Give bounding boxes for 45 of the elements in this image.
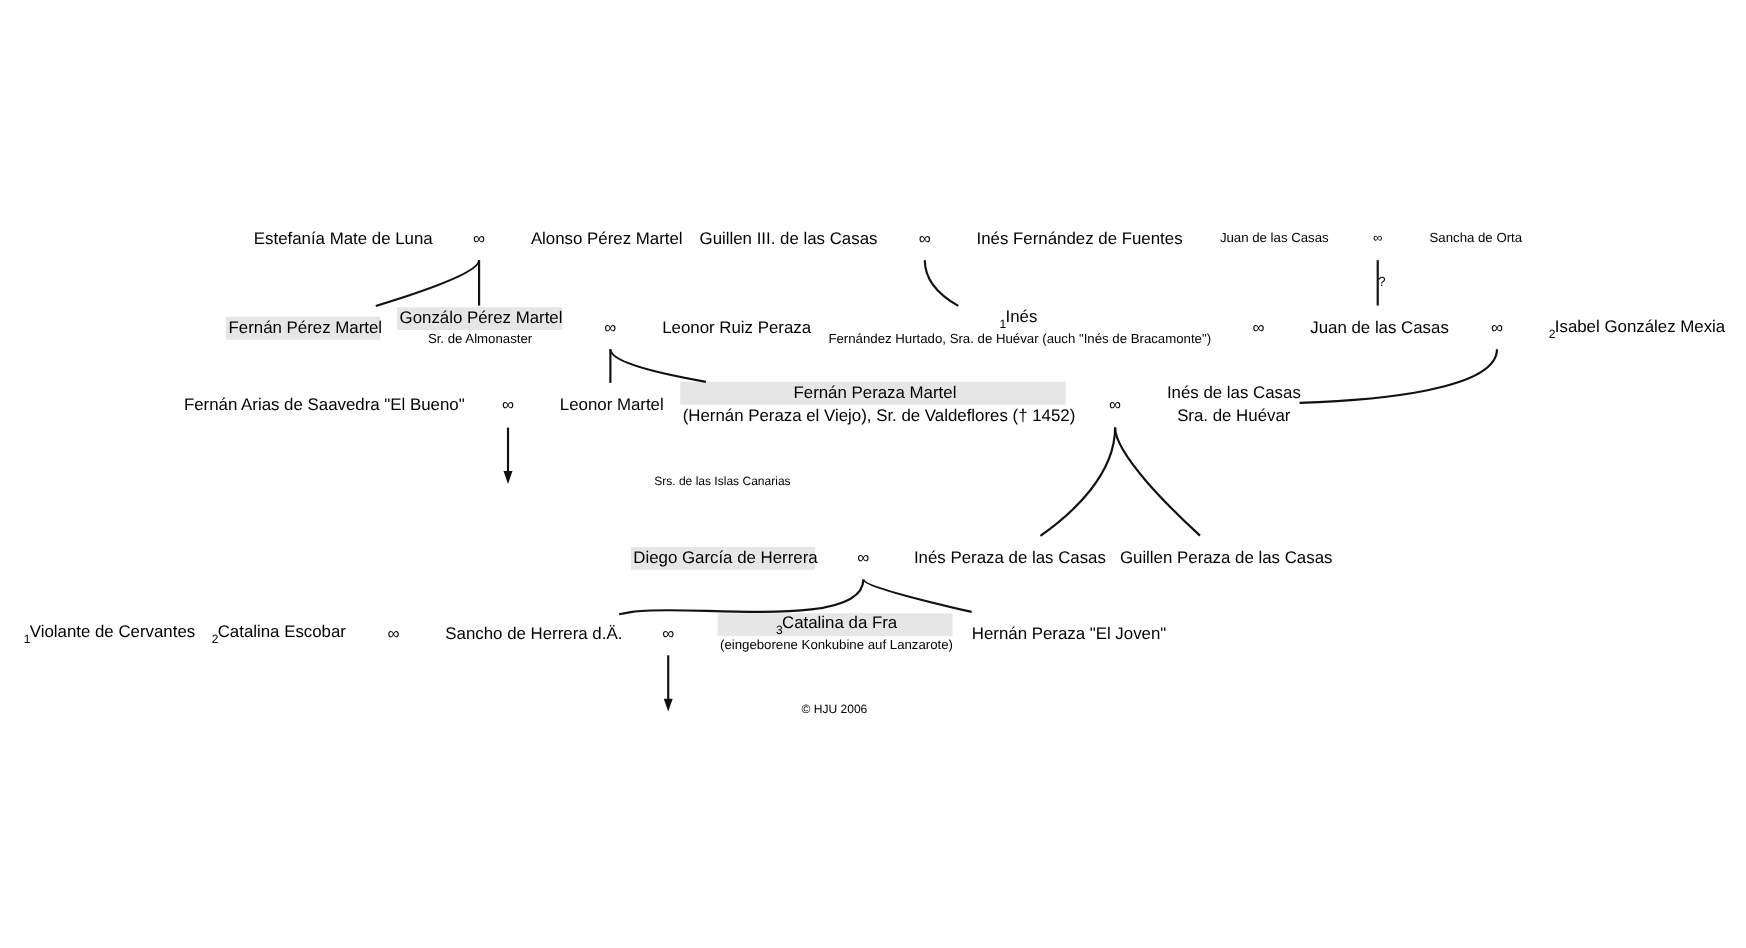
connector [478,260,481,306]
connector [1114,427,1201,537]
node-text: ∞ [1109,393,1122,414]
node-text: Guillen III. de las Casas [699,227,878,248]
connector [618,579,865,616]
node-text: Estefanía Mate de Luna [253,227,433,248]
arrow [503,427,513,484]
connector [609,349,707,383]
node-text: ∞ [662,622,675,643]
connector [609,349,612,383]
node-box: Fernán Pérez Martel [226,316,381,340]
node-text: Inés de las Casas Sra. de Huévar [1166,381,1301,425]
node-text: ∞ [1490,316,1503,337]
connector [923,260,959,307]
node-text: ∞ [501,393,515,414]
node-text: $_{2}$Isabel González Mexia [1548,315,1726,342]
node-box: Diego García de Herrera [630,546,816,570]
node-label: (Hernán Peraza el Viejo), Sr. de Valdeflores († 1452) [682,404,1076,425]
node-text: ∞ [473,227,486,248]
node-box: $_{3}$Catalina da Fra [717,613,953,636]
node-text: Leonor Martel [559,393,664,414]
node-box: Gonzálo Pérez Martel [397,307,563,331]
node-text: Fernán Arias de Saavedra "El Bueno" [183,393,465,414]
node-text: Alonso Pérez Martel [530,227,683,248]
node-text: Hernán Peraza "El Joven" [971,622,1167,643]
node-text: ∞ [1252,316,1265,337]
connector [375,259,481,307]
node-text: $_{2}$Catalina Escobar [211,621,346,648]
node-box: Fernán Peraza Martel [680,381,1066,405]
node-text: $_{1}$Violante de Cervantes [23,621,196,648]
connector [1039,427,1117,537]
node-text: Inés Peraza de las Casas [913,546,1106,567]
node-text: Inés Fernández de Fuentes [976,227,1183,248]
node-text: ∞ [857,546,870,567]
node-text: Leonor Ruiz Peraza [662,316,812,337]
node-text: Sancho de Herrera d.Ä. [445,622,623,643]
node-text: Guillen Peraza de las Casas [1119,546,1333,567]
node-text: ∞ [387,622,400,643]
node-text: ∞ [918,227,931,248]
connector [1299,349,1499,404]
connector [862,578,972,613]
node-text: Juan de las Casas [1310,316,1449,337]
connector [1376,260,1379,306]
arrow [663,655,673,712]
node-text: ∞ [604,316,617,337]
